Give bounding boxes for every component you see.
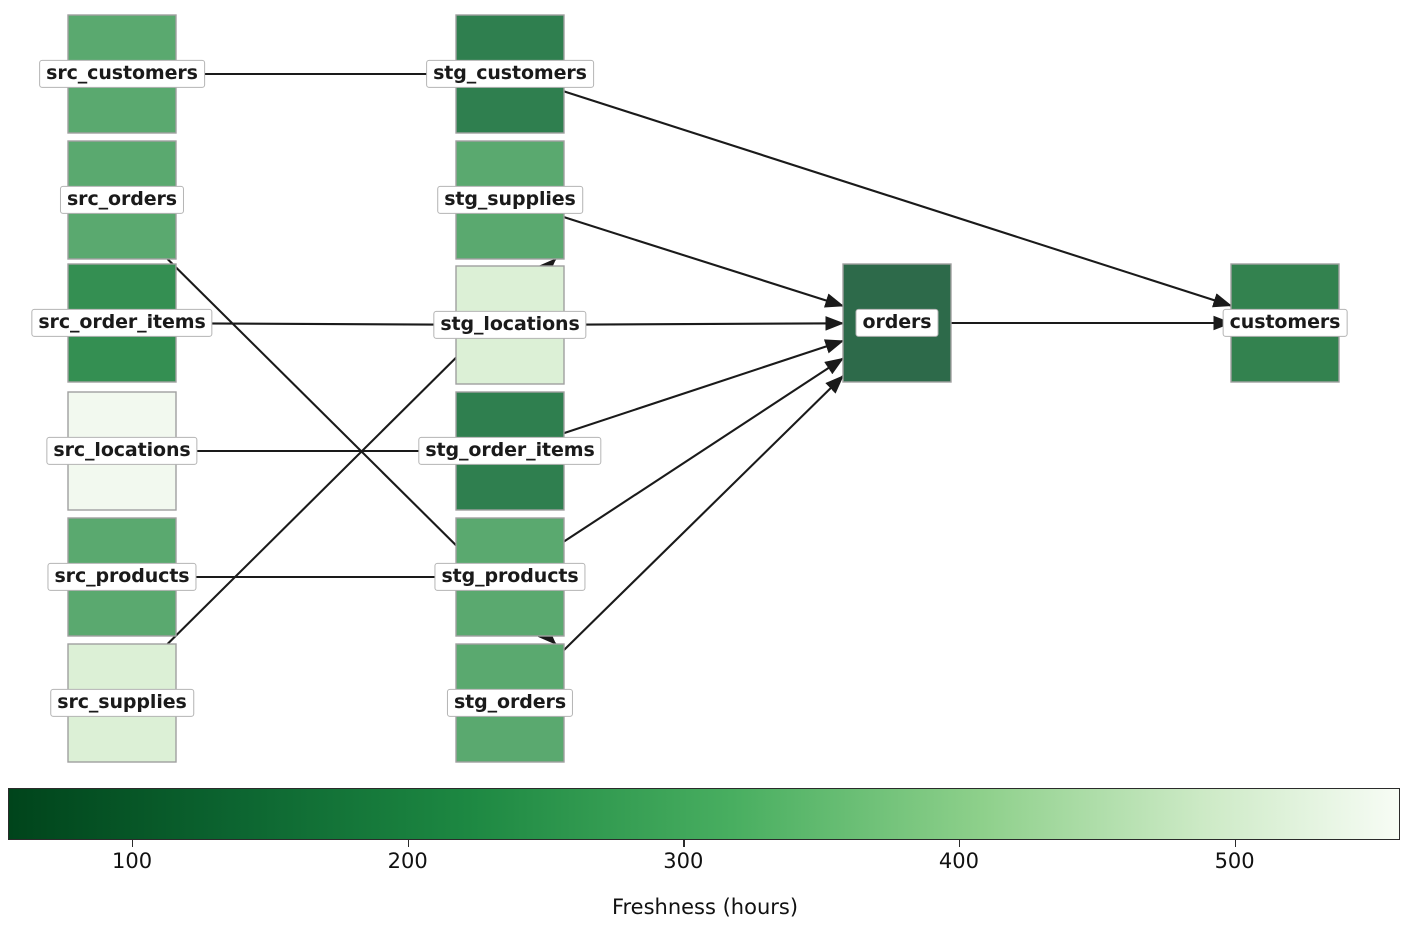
colorbar-tick-label: 200 [387,849,428,873]
colorbar-tick-label: 300 [663,849,704,873]
colorbar-axis-label: Freshness (hours) [611,895,799,919]
node-label-src_customers[interactable]: src_customers [39,59,205,89]
node-label-stg_order_items[interactable]: stg_order_items [418,436,602,466]
node-label-src_locations[interactable]: src_locations [46,436,198,466]
colorbar-tick [407,840,410,847]
node-label-src_products[interactable]: src_products [47,562,197,592]
colorbar-tick [1234,840,1236,847]
nodes-layer [67,14,1340,763]
colorbar-gradient [8,788,1400,840]
node-label-src_order_items[interactable]: src_order_items [31,308,213,338]
colorbar-tick [132,840,134,847]
colorbar-tick-label: 500 [1214,849,1255,873]
node-label-stg_products[interactable]: stg_products [434,562,586,592]
edges-layer [166,72,1233,651]
edge-stg_supplies-to-orders [563,216,845,308]
node-label-customers[interactable]: customers [1222,308,1348,338]
edge-stg_products-to-orders [563,357,845,543]
colorbar-tick-label: 100 [111,849,153,873]
edge-stg_locations-to-orders [563,316,845,331]
colorbar-tick [683,840,685,847]
edge-src_order_items-to-stg_locations [175,317,458,332]
node-label-stg_orders[interactable]: stg_orders [446,688,574,718]
node-label-orders[interactable]: orders [855,308,939,338]
node-label-stg_customers[interactable]: stg_customers [426,59,594,89]
colorbar-tick-label: 400 [938,849,980,873]
node-label-src_supplies[interactable]: src_supplies [50,688,194,718]
edge-stg_orders-to-orders [563,375,844,651]
node-label-src_orders[interactable]: src_orders [59,185,185,215]
edge-stg_order_items-to-orders [563,339,845,435]
colorbar-tick [958,840,961,847]
node-label-stg_locations[interactable]: stg_locations [433,310,587,340]
colorbar: 100 200 300 400 500 [8,788,1400,873]
node-label-stg_supplies[interactable]: stg_supplies [437,185,583,215]
edge-stg_customers-to-customers [563,90,1233,308]
